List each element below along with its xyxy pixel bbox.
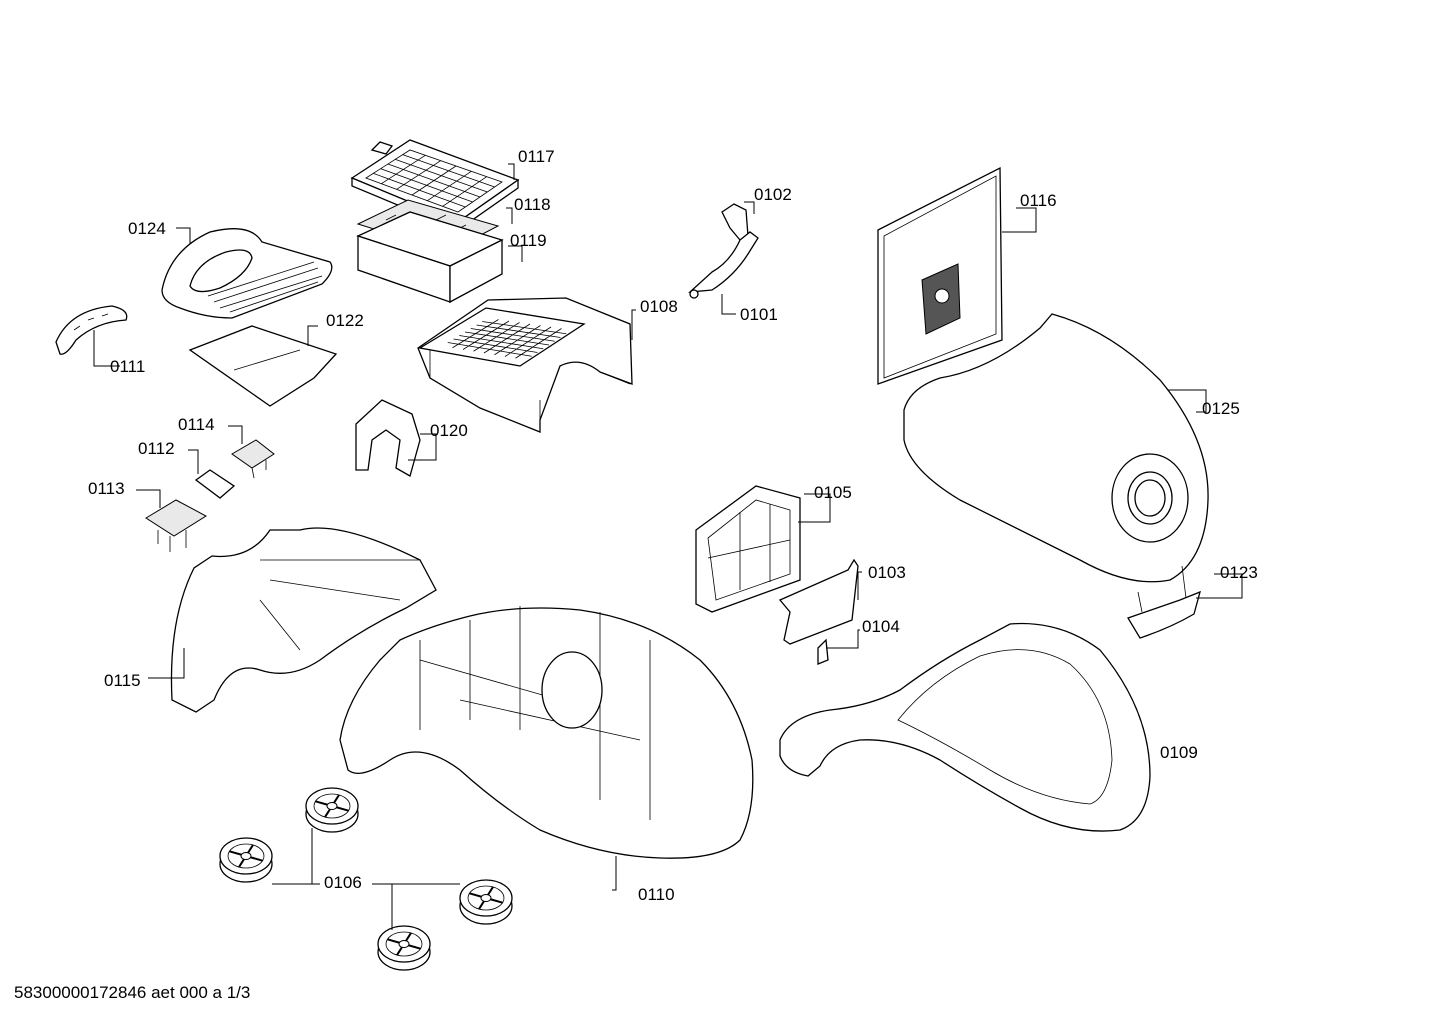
label-0114: 0114 (178, 415, 215, 434)
part-0117-filter-frame[interactable] (350, 139, 520, 231)
label-0111: 0111 (110, 357, 145, 376)
part-0115-front-shell[interactable] (170, 527, 437, 713)
label-0105: 0105 (814, 483, 852, 502)
part-0123-handle[interactable] (1127, 565, 1201, 639)
wheel (459, 879, 513, 925)
part-0110-base-housing[interactable] (339, 606, 754, 859)
label-0122: 0122 (326, 311, 364, 330)
label-0104: 0104 (862, 617, 900, 636)
part-0103-holder[interactable] (778, 558, 859, 645)
part-0111-grip[interactable] (55, 305, 128, 355)
callout-labels: 0117 0118 0119 0124 0111 0122 0108 0120 … (14, 147, 1258, 1002)
part-0114-cap[interactable] (231, 439, 275, 479)
label-0113: 0113 (88, 479, 125, 498)
label-0103: 0103 (868, 563, 906, 582)
wheel (219, 837, 273, 883)
part-0104-plate[interactable] (817, 638, 829, 665)
wheel (377, 925, 431, 971)
document-footer: 58300000172846 aet 000 a 1/3 (14, 983, 250, 1002)
part-0102-clip[interactable] (721, 203, 749, 241)
label-0117: 0117 (518, 147, 555, 166)
part-0116-dust-bag[interactable] (877, 166, 1003, 385)
label-0123: 0123 (1220, 563, 1258, 582)
leader-lines (93, 163, 1243, 930)
part-0109-chassis-frame[interactable] (779, 622, 1151, 832)
label-0118: 0118 (514, 195, 551, 214)
part-0125-lid[interactable] (903, 313, 1209, 583)
label-0125: 0125 (1202, 399, 1240, 418)
part-0120-bracket[interactable] (355, 399, 421, 477)
label-0115: 0115 (104, 671, 141, 690)
label-0109: 0109 (1160, 743, 1198, 762)
part-0108-filter-housing[interactable] (417, 297, 633, 433)
part-0124-cover[interactable] (161, 228, 333, 319)
label-0112: 0112 (138, 439, 175, 458)
part-0119-filter-block[interactable] (356, 211, 504, 304)
label-0119: 0119 (510, 231, 547, 250)
label-0108: 0108 (640, 297, 678, 316)
part-0112-block[interactable] (194, 469, 236, 499)
label-0120: 0120 (430, 421, 468, 440)
wheel (305, 787, 359, 833)
part-0105-exhaust-filter[interactable] (695, 485, 801, 613)
part-0101-latch[interactable] (688, 231, 759, 299)
part-0122-sheet[interactable] (188, 325, 338, 407)
label-0102: 0102 (754, 185, 792, 204)
label-0101: 0101 (740, 305, 778, 324)
label-0124: 0124 (128, 219, 166, 238)
part-0106-wheels[interactable] (219, 787, 513, 971)
label-0116: 0116 (1020, 191, 1057, 210)
part-0113-grille-cap[interactable] (145, 499, 207, 552)
label-0110: 0110 (638, 885, 675, 904)
label-0106: 0106 (324, 873, 362, 892)
